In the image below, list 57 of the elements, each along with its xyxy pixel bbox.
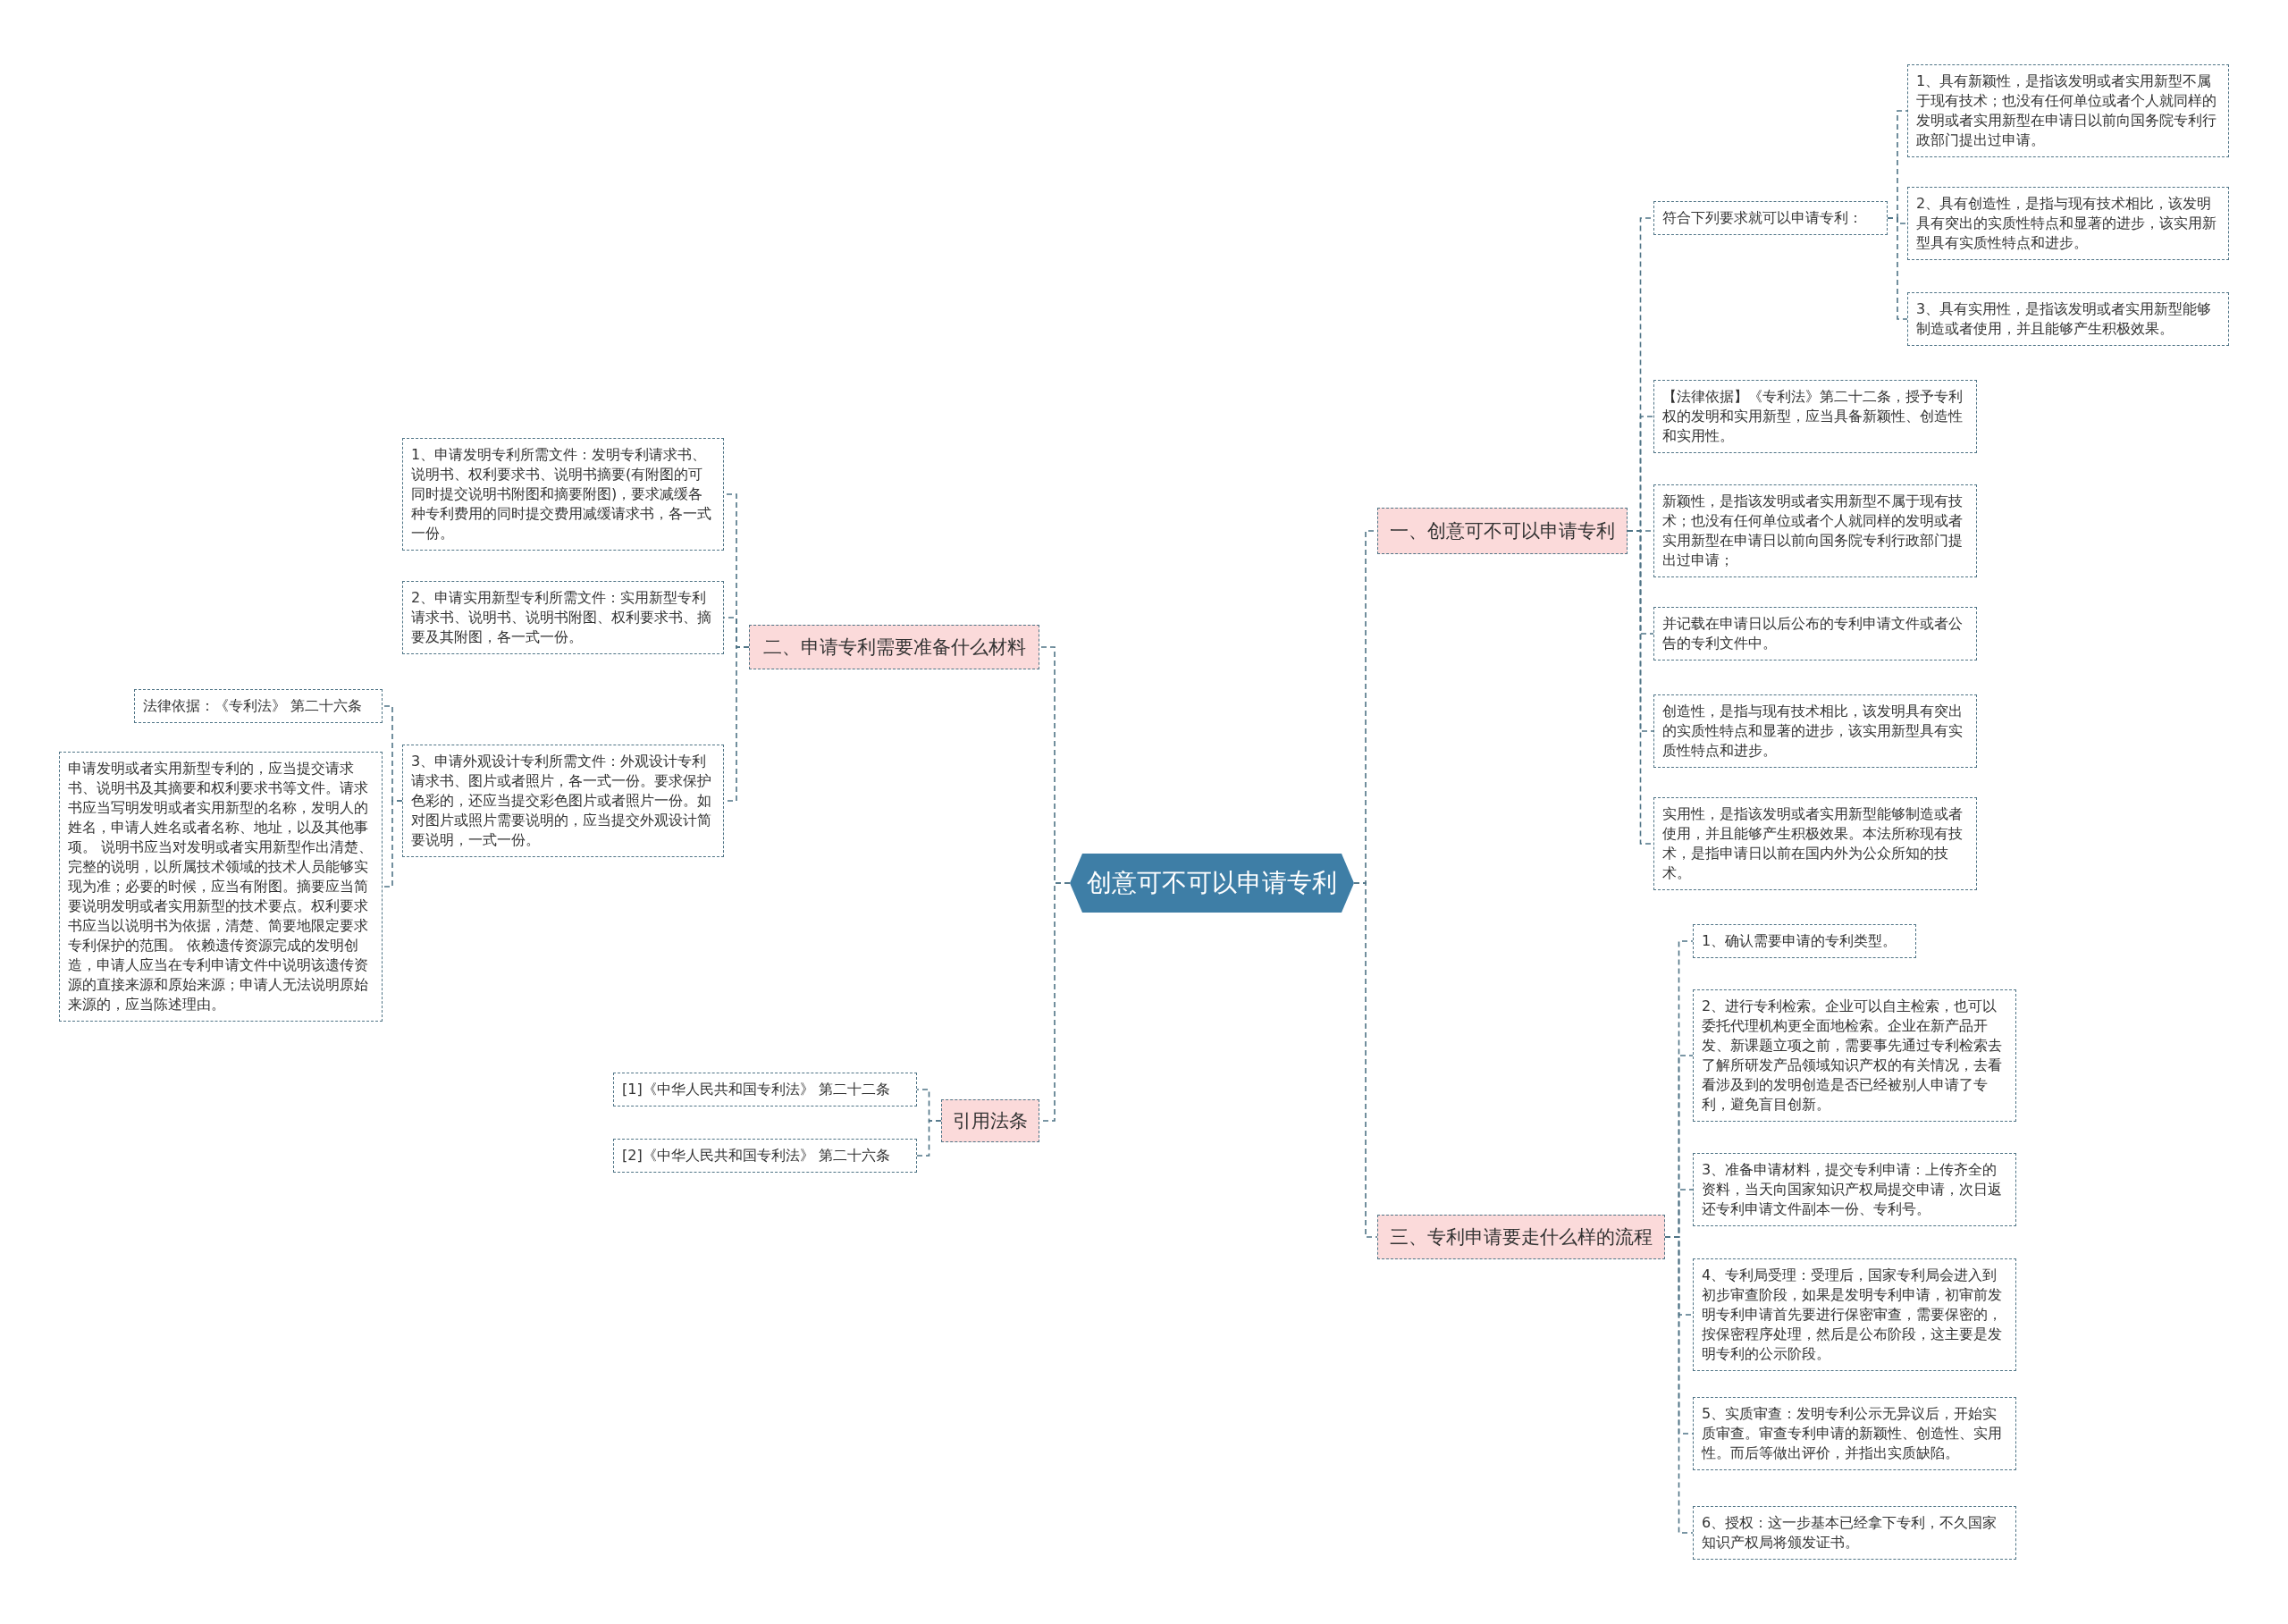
note-box [1693,1397,2016,1470]
note-text: 符合下列要求就可以申请专利： [1662,208,1863,228]
note-text: 3、申请外观设计专利所需文件：外观设计专利请求书、图片或者照片，各一式一份。要求保护色彩的，还应当提交彩色图片或者照片一份。如对图片或照片需要说明的，应当提交外观设计简要说明，一式一份。 [411,752,712,850]
note-box [1693,1258,2016,1371]
connector-line [382,800,403,888]
branch-topic [749,625,1039,669]
note-text: [1]《中华人民共和国专利法》 第二十二条 [622,1080,891,1099]
note-box [1653,694,1977,768]
branch-title: 三、专利申请要走什么样的流程 [1390,1225,1653,1250]
note-text: [2]《中华人民共和国专利法》 第二十六条 [622,1146,891,1165]
topic-title: 创意可不可以申请专利 [1087,867,1337,899]
note-text: 6、授权：这一步基本已经拿下专利，不久国家知识产权局将颁发证书。 [1702,1513,1998,1552]
branch-title: 一、创意可不可以申请专利 [1390,519,1615,543]
note-text: 1、申请发明专利所需文件：发明专利请求书、说明书、权利要求书、说明书摘要(有附图的可同时提交说明书附图和摘要附图)，要求减缓各种专利费用的同时提交费用减缓请求书，各一式一份。 [411,445,712,543]
branch-title: 引用法条 [953,1109,1028,1133]
note-text: 1、确认需要申请的专利类型。 [1702,931,1898,951]
note-text: 2、申请实用新型专利所需文件：实用新型专利请求书、说明书、说明书附图、权利要求书、摘要及其附图，各一式一份。 [411,588,712,647]
note-box [1907,64,2229,157]
note-box [1907,187,2229,260]
note-box [1653,380,1977,453]
note-text: 并记载在申请日以后公布的专利申请文件或者公告的专利文件中。 [1662,614,1964,653]
note-text: 【法律依据】《专利法》第二十二条，授予专利权的发明和实用新型，应当具备新颖性、创造性和实用性。 [1662,387,1964,446]
branch-topic [1377,508,1628,554]
note-box [1693,1153,2016,1226]
connector-line [1887,217,1908,320]
note-box [402,745,724,857]
note-box [1653,797,1977,890]
branch-topic [941,1099,1039,1142]
central-topic [1070,854,1354,913]
connector-line [916,1120,942,1157]
note-text: 实用性，是指该发明或者实用新型能够制造或者使用，并且能够产生积极效果。本法所称现有技术，是指申请日以前在国内外为公众所知的技术。 [1662,804,1964,883]
branch-topic [1377,1215,1665,1259]
note-box [1907,292,2229,346]
note-text: 3、具有实用性，是指该发明或者实用新型能够制造或者使用，并且能够产生积极效果。 [1916,299,2213,339]
note-box [1653,201,1888,235]
note-text: 1、具有新颖性，是指该发明或者实用新型不属于现有技术；也没有任何单位或者个人就同样的发明或者实用新型在申请日以前向国务院专利行政部门提出过申请。 [1916,72,2217,150]
note-box [402,581,724,654]
note-text: 2、具有创造性，是指与现有技术相比，该发明具有突出的实质性特点和显著的进步，该实用新型具有实质性特点和进步。 [1916,194,2217,253]
note-box [1693,924,1916,958]
branch-title: 二、申请专利需要准备什么材料 [762,635,1026,660]
note-text: 4、专利局受理：受理后，国家专利局会进入到初步审查阶段，如果是发明专利申请，初审前发明专利申请首先要进行保密审查，需要保密的，按保密程序处理，然后是公布阶段，这主要是发明专利的公示阶段。 [1702,1266,2003,1364]
note-box [1653,484,1977,577]
note-text: 5、实质审查：发明专利公示无异议后，开始实质审查。审查专利申请的新颖性、创造性、实用性。而后等做出评价，并指出实质缺陷。 [1702,1404,2003,1463]
note-box [402,438,724,551]
note-box [613,1139,917,1173]
note-text: 法律依据：《专利法》 第二十六条 [143,696,364,716]
note-box [1653,607,1977,661]
note-box [613,1073,917,1107]
note-text: 3、准备申请材料，提交专利申请：上传齐全的资料，当天向国家知识产权局提交申请，次日返还专利申请文件副本一份、专利号。 [1702,1160,2003,1219]
note-text: 2、进行专利检索。企业可以自主检索，也可以委托代理机构更全面地检索。企业在新产品开发、新课题立项之前，需要事先通过专利检索去了解所研发产品领域知识产权的有关情况，去看看涉及到的发明创造是否已经被别人申请了专利，避免盲目创新。 [1702,997,2003,1115]
note-box [134,689,383,723]
note-text: 创造性，是指与现有技术相比，该发明具有突出的实质性特点和显著的进步，该实用新型具有实质性特点和进步。 [1662,702,1964,761]
note-text: 新颖性，是指该发明或者实用新型不属于现有技术；也没有任何单位或者个人就同样的发明或者实用新型在申请日以前向国务院专利行政部门提出过申请； [1662,492,1964,570]
note-box [1693,1506,2016,1560]
note-box [1693,989,2016,1122]
connector-line [1353,882,1378,1238]
note-text: 申请发明或者实用新型专利的，应当提交请求书、说明书及其摘要和权利要求书等文件。请求书应当写明发明或者实用新型的名称，发明人的姓名，申请人姓名或者名称、地址，以及其他事项。 说明书应当对发明或者实用新型作出清楚、完整的说明，以所属技术领域的技术人员能够实现为准；必要的时候，应当有附图。摘要应当简要说明发明或者实用新型的技术要点。权利要求书应当以说明书为依据，清楚、简要地限定要求专利保护的范围。 依赖遗传资源完成的发明创造，申请人应当在专利申请文件中说明该遗传资源的直接来源和原始来源；申请人无法说明原始来源的，应当陈述理由。 [68,759,374,1014]
